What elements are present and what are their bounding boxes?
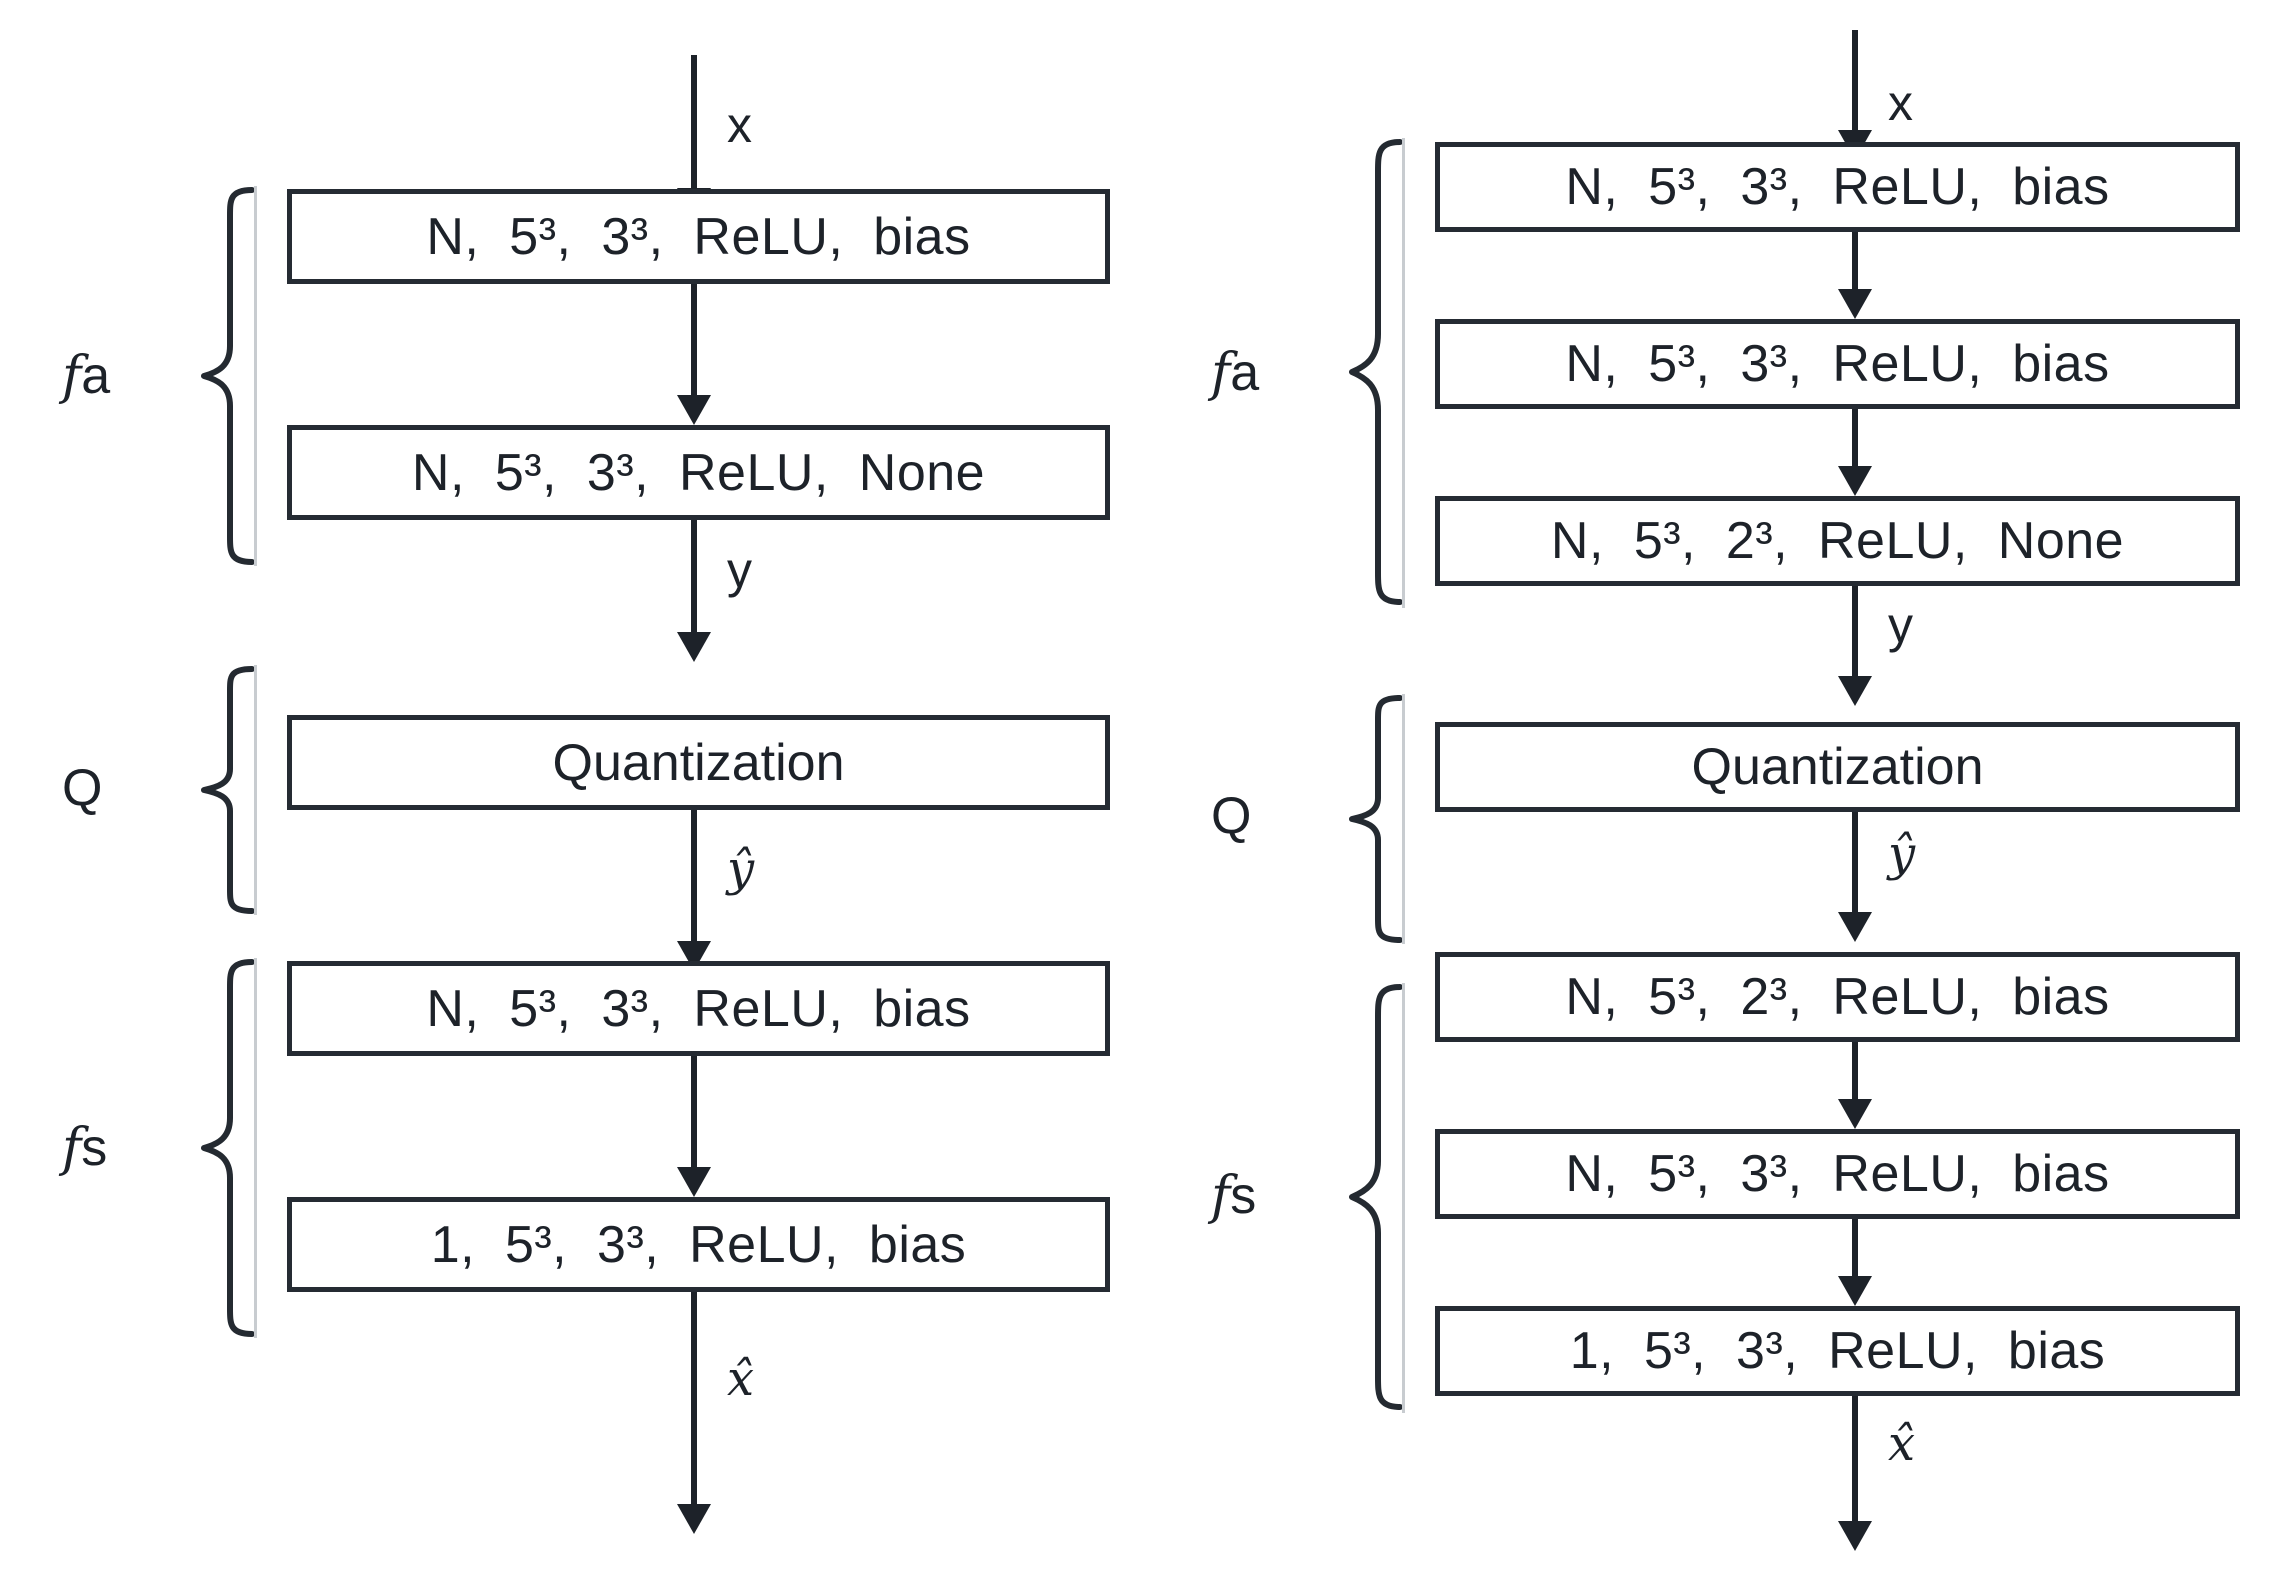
panel-two-layer-architecture: x fa N, 5³, 3³, ReLU, bias N, 5³, 3³, Re…: [0, 0, 1143, 1577]
group-label-fa: fa: [1211, 347, 1259, 399]
layer-box-label: N, 5³, 3³, ReLU, bias: [426, 207, 971, 266]
brace-fa: [201, 187, 255, 565]
arrow-label-quantized: ŷ: [727, 841, 755, 897]
arrow-label-output: x̂: [727, 1351, 755, 1407]
brace-bar-fa: [254, 186, 257, 566]
brace-bar-fs: [254, 958, 257, 1338]
quantization-box[interactable]: Quantization: [287, 715, 1110, 810]
quantization-box-label: Quantization: [552, 733, 845, 792]
layer-box-label: N, 5³, 2³, ReLU, None: [1550, 512, 2125, 570]
group-label-fa-italic: f: [62, 346, 82, 406]
arrow-label-input: x: [727, 97, 752, 153]
group-label-q: Q: [62, 762, 102, 814]
brace-fs: [1349, 984, 1403, 1410]
layer-box-label: N, 5³, 3³, ReLU, bias: [426, 979, 971, 1038]
layer-box[interactable]: N, 5³, 3³, ReLU, bias: [1435, 319, 2240, 409]
layer-box-label: N, 5³, 2³, ReLU, bias: [1565, 968, 2110, 1026]
layer-box[interactable]: N, 5³, 3³, ReLU, bias: [1435, 1129, 2240, 1219]
layer-box[interactable]: 1, 5³, 3³, ReLU, bias: [1435, 1306, 2240, 1396]
brace-bar-q: [254, 665, 257, 915]
group-label-q-rest: Q: [62, 759, 103, 817]
group-label-fa-italic: f: [1211, 343, 1231, 403]
group-label-fs-rest: s: [81, 1119, 108, 1177]
layer-box-label: 1, 5³, 3³, ReLU, bias: [430, 1215, 967, 1274]
layer-box-label: N, 5³, 3³, ReLU, None: [411, 443, 986, 502]
arrow-label-output: x̂: [1888, 1416, 1916, 1472]
group-label-q: Q: [1211, 790, 1251, 842]
brace-q: [201, 666, 255, 914]
brace-fa: [1349, 139, 1403, 605]
arrow-label-latent: y: [1888, 597, 1913, 653]
layer-box-label: N, 5³, 3³, ReLU, bias: [1565, 335, 2110, 393]
group-label-fs-italic: f: [1211, 1166, 1231, 1226]
layer-box[interactable]: N, 5³, 3³, ReLU, bias: [287, 961, 1110, 1056]
brace-bar-fa: [1402, 138, 1405, 608]
layer-box[interactable]: N, 5³, 2³, ReLU, bias: [1435, 952, 2240, 1042]
layer-box[interactable]: N, 5³, 3³, ReLU, None: [287, 425, 1110, 520]
group-label-fs: fs: [1211, 1170, 1256, 1222]
group-label-q-rest: Q: [1211, 787, 1252, 845]
group-label-fa-rest: a: [81, 347, 111, 405]
quantization-box-label: Quantization: [1691, 738, 1984, 796]
brace-bar-fs: [1402, 983, 1405, 1413]
brace-fs: [201, 959, 255, 1337]
group-label-fs-rest: s: [1230, 1167, 1257, 1225]
layer-box[interactable]: N, 5³, 3³, ReLU, bias: [1435, 142, 2240, 232]
panel-three-layer-architecture: x fa N, 5³, 3³, ReLU, bias N, 5³, 3³, Re…: [1143, 0, 2287, 1577]
group-label-fs: fs: [62, 1122, 107, 1174]
layer-box[interactable]: 1, 5³, 3³, ReLU, bias: [287, 1197, 1110, 1292]
layer-box[interactable]: N, 5³, 2³, ReLU, None: [1435, 496, 2240, 586]
group-label-fa: fa: [62, 350, 110, 402]
brace-q: [1349, 695, 1403, 943]
layer-box[interactable]: N, 5³, 3³, ReLU, bias: [287, 189, 1110, 284]
group-label-fs-italic: f: [62, 1118, 82, 1178]
layer-box-label: 1, 5³, 3³, ReLU, bias: [1569, 1322, 2106, 1380]
arrow-label-latent: y: [727, 542, 752, 598]
arrow-label-input: x: [1888, 75, 1913, 131]
layer-box-label: N, 5³, 3³, ReLU, bias: [1565, 1145, 2110, 1203]
group-label-fa-rest: a: [1230, 344, 1260, 402]
quantization-box[interactable]: Quantization: [1435, 722, 2240, 812]
layer-box-label: N, 5³, 3³, ReLU, bias: [1565, 158, 2110, 216]
arrow-label-quantized: ŷ: [1888, 826, 1916, 882]
brace-bar-q: [1402, 694, 1405, 944]
